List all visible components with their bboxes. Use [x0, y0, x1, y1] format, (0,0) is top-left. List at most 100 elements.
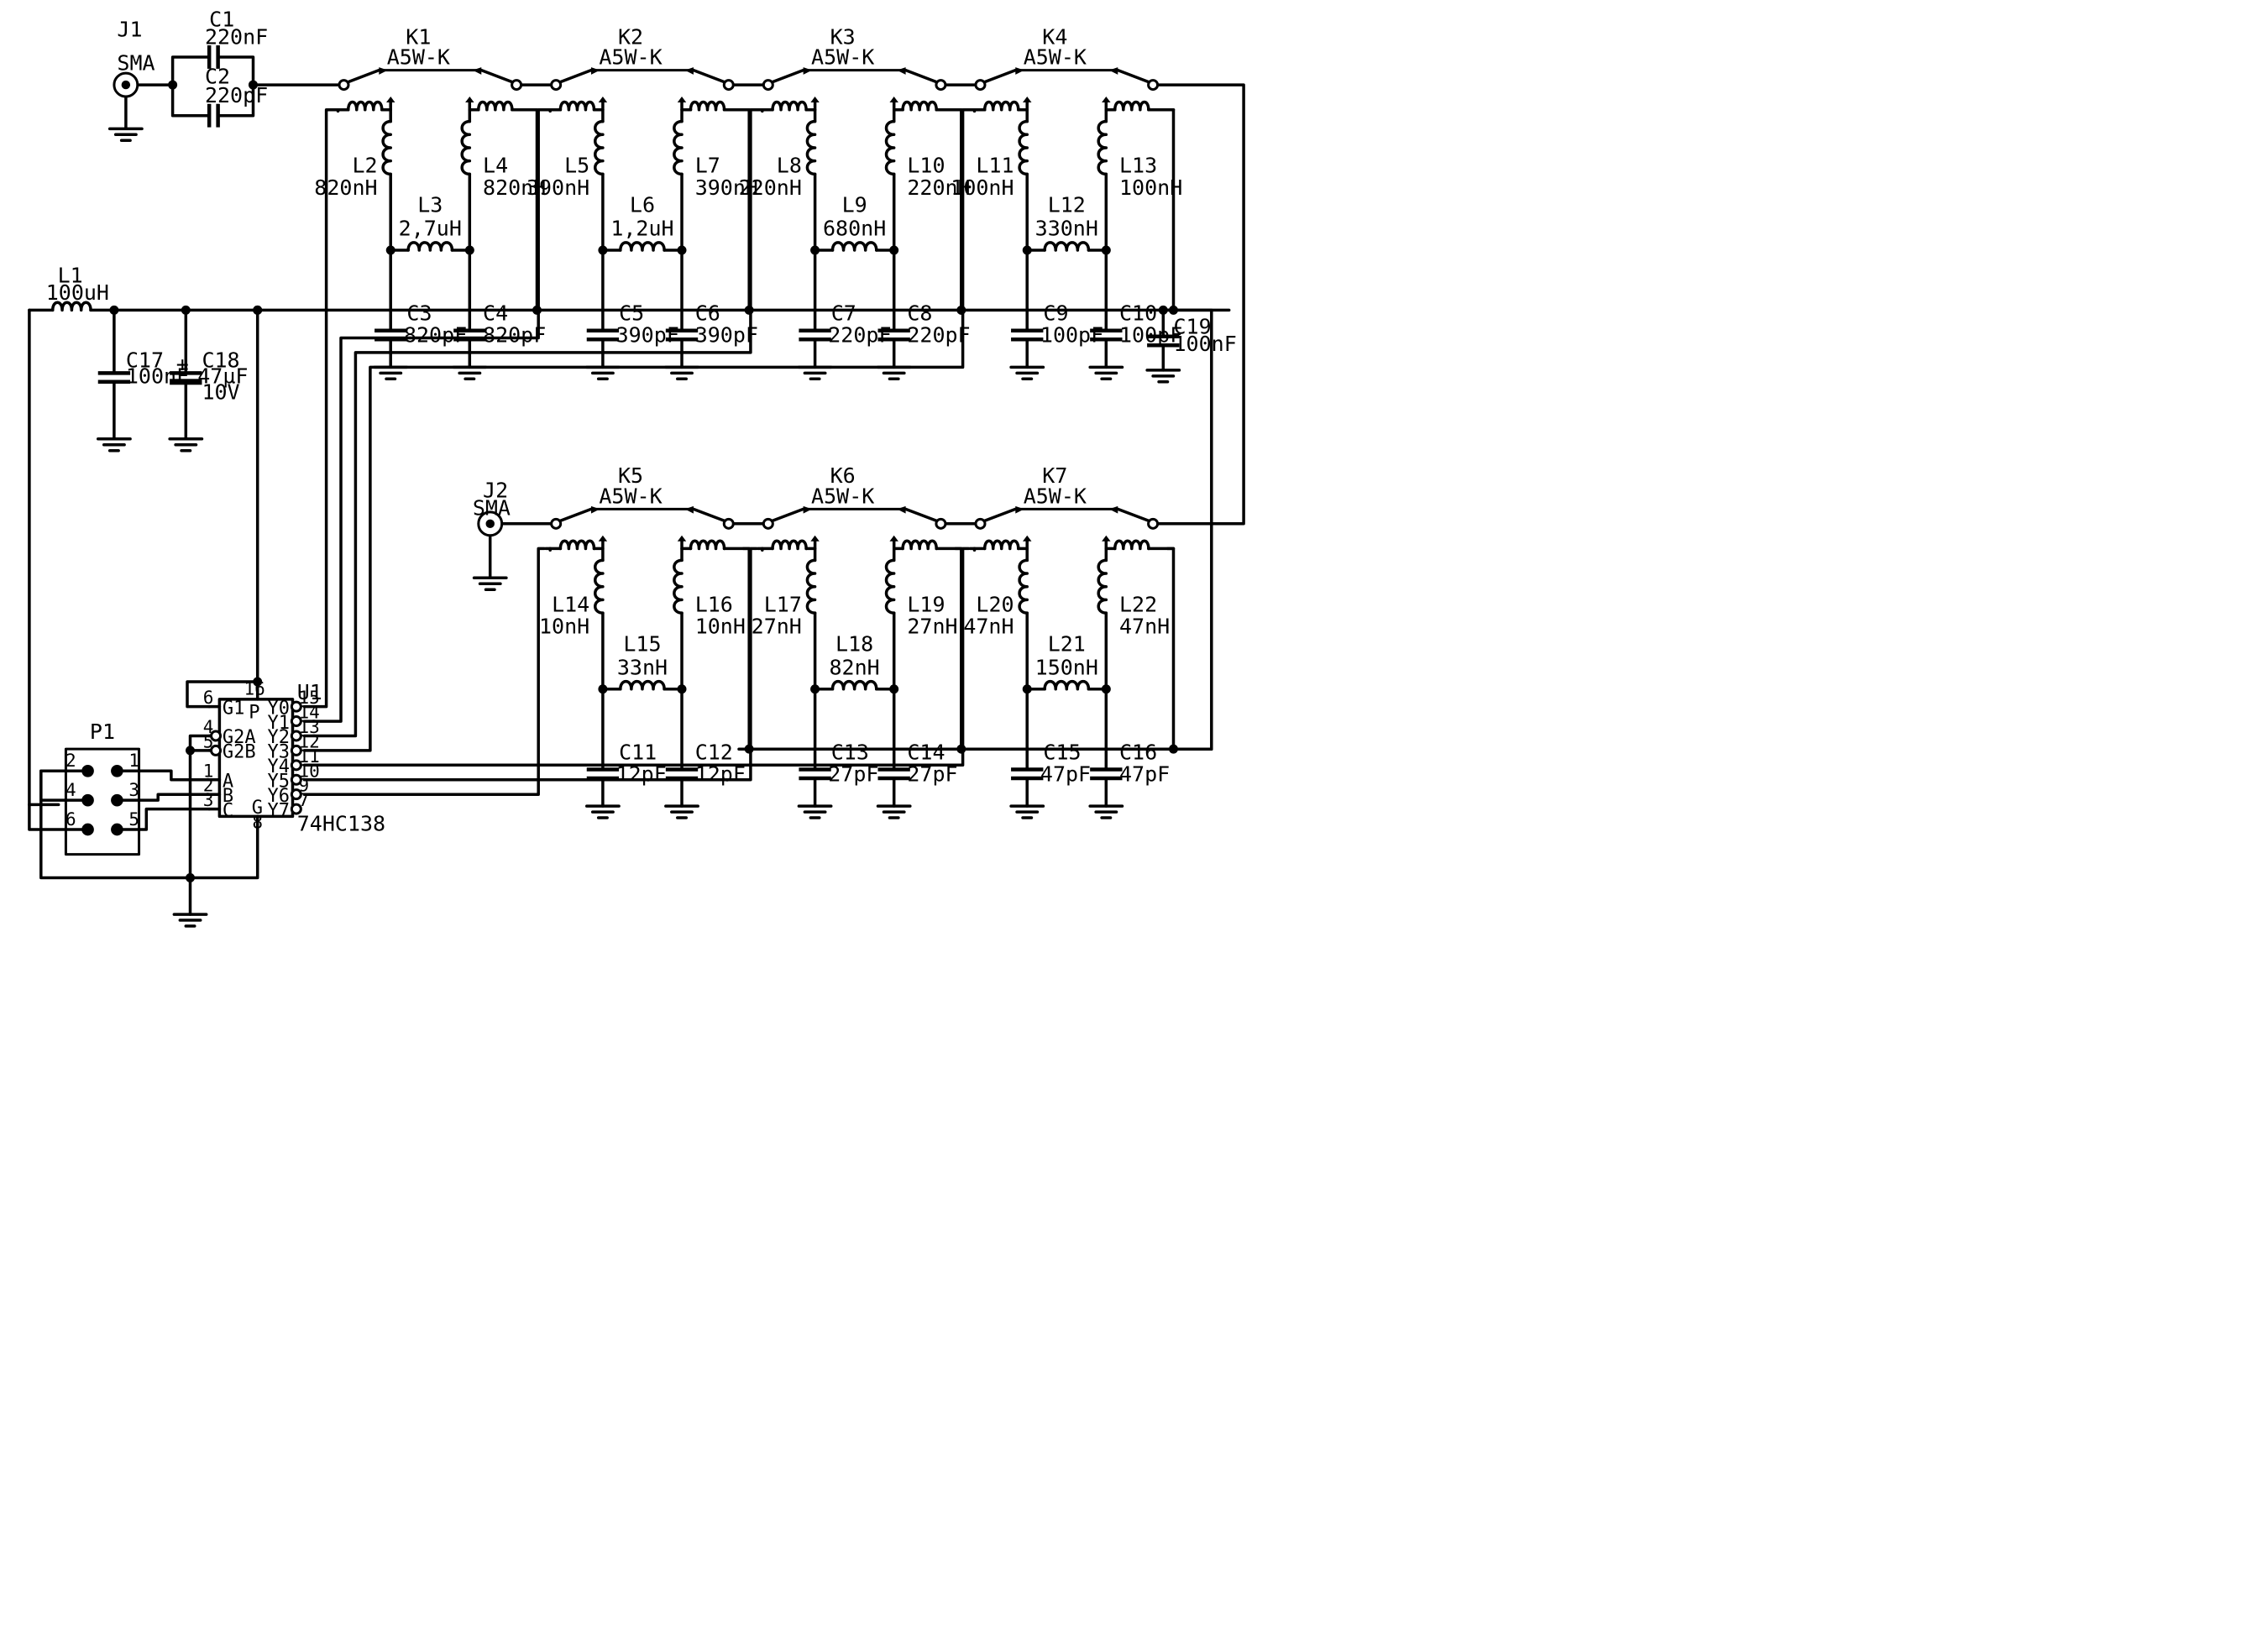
relay-switch-blade — [479, 68, 514, 84]
ctl-y4 — [302, 547, 971, 767]
relay-ref: K1 — [406, 24, 431, 49]
ctl-y1 — [302, 107, 546, 723]
j2-ref: J2 — [483, 478, 508, 502]
series-inductor-c — [673, 119, 684, 176]
shunt-inductor-b — [1043, 241, 1091, 252]
u1-pin-number: 12 — [298, 731, 319, 751]
relay-arrow — [803, 67, 813, 75]
capacitor-value: 47pF — [1119, 761, 1170, 786]
relay-coil-right — [901, 539, 938, 551]
a-wire — [115, 769, 211, 782]
relay-contact-out — [722, 79, 735, 92]
relay-contact-in — [762, 517, 774, 530]
u1-pin-name: C — [223, 800, 233, 821]
p1-header-body — [64, 747, 141, 856]
inductor-value: 47nH — [963, 615, 1014, 639]
u1-pin-name: Y4 — [268, 756, 291, 777]
u1-pin-number: 4 — [203, 717, 214, 737]
capacitor-ref: C12 — [695, 740, 733, 764]
u1-inverted-pin — [210, 744, 223, 756]
coil-marker — [1023, 535, 1032, 542]
series-inductor-c — [673, 558, 684, 615]
capacitor-ref: C8 — [907, 301, 932, 326]
inductor-value: 100nH — [951, 175, 1014, 200]
series-inductor-c — [884, 558, 896, 615]
p1-vcc — [28, 803, 90, 831]
inductor-value: 680nH — [823, 217, 886, 241]
relay-contact-out — [722, 517, 735, 530]
relay-coil-right — [1113, 100, 1150, 112]
u1-pin-number: 9 — [298, 776, 309, 796]
shunt-inductor-b — [619, 679, 666, 691]
inductor-ref: L18 — [835, 631, 873, 656]
l1-value: 100uH — [46, 280, 109, 305]
u1-pin-name: A — [223, 771, 233, 792]
p1-pin-number: 2 — [65, 751, 76, 771]
j2-type: SMA — [473, 495, 511, 520]
relay-arrow — [684, 67, 694, 75]
coil-marker — [465, 97, 474, 102]
relay-contact-in — [338, 79, 350, 92]
u1-part: 74HC138 — [297, 812, 385, 836]
relay-coil-left — [558, 100, 596, 112]
relay-coil-left — [982, 100, 1020, 112]
c19-ref: C19 — [1173, 314, 1211, 338]
u1-pin-name: Y1 — [268, 713, 291, 734]
shunt-inductor-b — [1043, 679, 1091, 691]
gnd-wire — [188, 734, 211, 916]
inductor-ref: L13 — [1119, 154, 1157, 178]
capacitor-ref: C5 — [619, 301, 644, 326]
relay-coil-left — [771, 100, 808, 112]
coil-marker — [1023, 97, 1032, 102]
u1-pin-name: Y2 — [268, 727, 291, 748]
series-inductor-a — [805, 558, 817, 615]
inductor-value: 2,7uH — [399, 217, 462, 241]
relay-contact-out — [511, 79, 523, 92]
wires-layer — [28, 55, 1245, 916]
coil-marker — [1102, 97, 1111, 102]
c2-wire — [170, 83, 211, 118]
inductor-value: 10nH — [695, 615, 746, 639]
capacitor-ref: C14 — [907, 740, 945, 764]
relay-coil-right — [901, 100, 938, 112]
relay-coil-left — [771, 539, 808, 551]
relay-coil-left — [346, 100, 384, 112]
relay-ref: K5 — [618, 463, 643, 488]
gnd-wire — [39, 769, 259, 880]
u1-pin-number: 5 — [203, 731, 214, 751]
capacitor-ref: C10 — [1119, 301, 1157, 326]
relay-switch-blade — [1116, 68, 1150, 84]
inductor-ref: L8 — [777, 154, 802, 178]
capacitor-value: 27pF — [907, 761, 957, 786]
coil-return-right — [741, 547, 751, 751]
u1-output-bubble — [290, 788, 302, 801]
rf-wire — [1155, 83, 1245, 526]
series-inductor-a — [1018, 119, 1029, 176]
u1-chip-body — [217, 698, 295, 819]
series-inductor-a — [594, 558, 605, 615]
u1-pin-number: 2 — [203, 776, 214, 796]
inductor-ref: L5 — [564, 154, 589, 178]
relay-arrow — [379, 67, 388, 75]
c18-ref: C18 — [202, 348, 239, 372]
b-wire — [115, 793, 211, 802]
u1-pin-number: 13 — [298, 717, 319, 737]
relay-arrow — [684, 505, 694, 514]
series-inductor-c — [1097, 119, 1108, 176]
coil-marker — [598, 97, 608, 102]
relay-switch-blade — [982, 68, 1018, 84]
u1-output-bubble — [290, 744, 302, 756]
u1-pin-name: Y6 — [268, 786, 291, 807]
relay-arrow — [1108, 505, 1118, 514]
coil-return-right — [529, 107, 539, 312]
capacitor-value: 390pF — [616, 323, 679, 348]
inductor-ref: L10 — [907, 154, 945, 178]
coil-marker — [677, 535, 687, 542]
relay-arrow — [1015, 67, 1024, 75]
ctl-y5 — [302, 547, 758, 782]
inductor-value: 390nH — [526, 175, 589, 200]
u1-inverted-pin — [210, 730, 223, 742]
relay-arrow — [590, 67, 600, 75]
inductor-ref: L20 — [976, 592, 1014, 616]
